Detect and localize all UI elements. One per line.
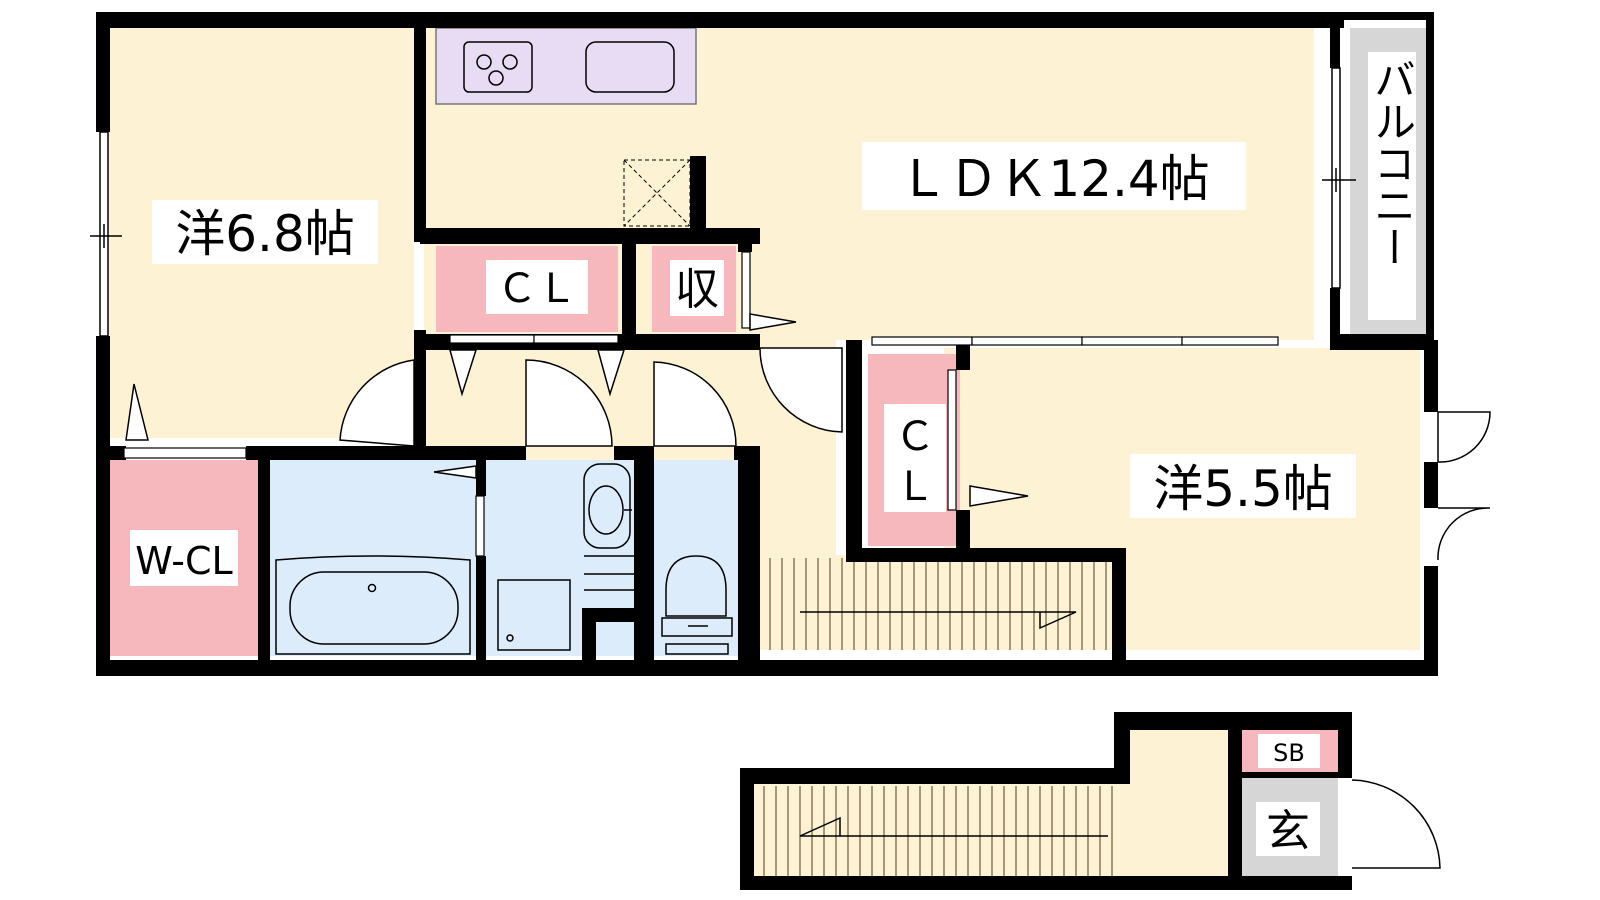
stove-icon: [463, 41, 533, 93]
room-label-entrance: 玄: [1266, 806, 1310, 857]
room-label-western-5-5: 洋5.5帖: [1153, 460, 1333, 518]
entry-hall-area: [1126, 730, 1228, 876]
toilet-icon: [661, 555, 733, 655]
wash-basin-icon: [583, 463, 634, 591]
room-label-closet-b-bottom: Ｌ: [895, 464, 935, 510]
stair-treads-upper: [769, 558, 1119, 650]
toilet-area: [654, 460, 738, 656]
room-label-western-6-8: 洋6.8帖: [175, 205, 355, 263]
room-label-ldk: ＬＤＫ12.4帖: [898, 150, 1209, 208]
window-mark-west: [90, 224, 122, 248]
washroom-area: [484, 460, 634, 656]
room-label-storage: 収: [675, 264, 719, 315]
room-label-walk-in-closet: W-CL: [135, 539, 232, 583]
sliding-doors-upper: [123, 251, 1279, 557]
room-label-closet: ＣＬ: [497, 266, 577, 312]
bathtub-icon: [275, 555, 471, 655]
sink-icon: [585, 41, 675, 93]
room-label-balcony: バルコニー: [1368, 58, 1417, 268]
walls-upper: [96, 12, 1438, 676]
room-label-closet-b-top: Ｃ: [895, 414, 935, 460]
walls-lower: [740, 712, 1352, 890]
washer-pan-icon: [497, 579, 571, 651]
door-swings-upper: [125, 313, 1491, 561]
stair-arrow-upper: [800, 611, 1077, 630]
stair-arrow-lower: [799, 816, 1108, 837]
refrigerator-space-icon: [623, 159, 691, 227]
room-label-shoe-box: SB: [1273, 739, 1305, 767]
window-mark-east: [1322, 168, 1356, 192]
label-backgrounds: [130, 52, 1416, 856]
stair-treads-lower: [763, 786, 1113, 876]
stairs-upper: [760, 555, 1126, 650]
entrance-door-swing: [1351, 779, 1441, 869]
stairs-lower: [754, 784, 1126, 876]
